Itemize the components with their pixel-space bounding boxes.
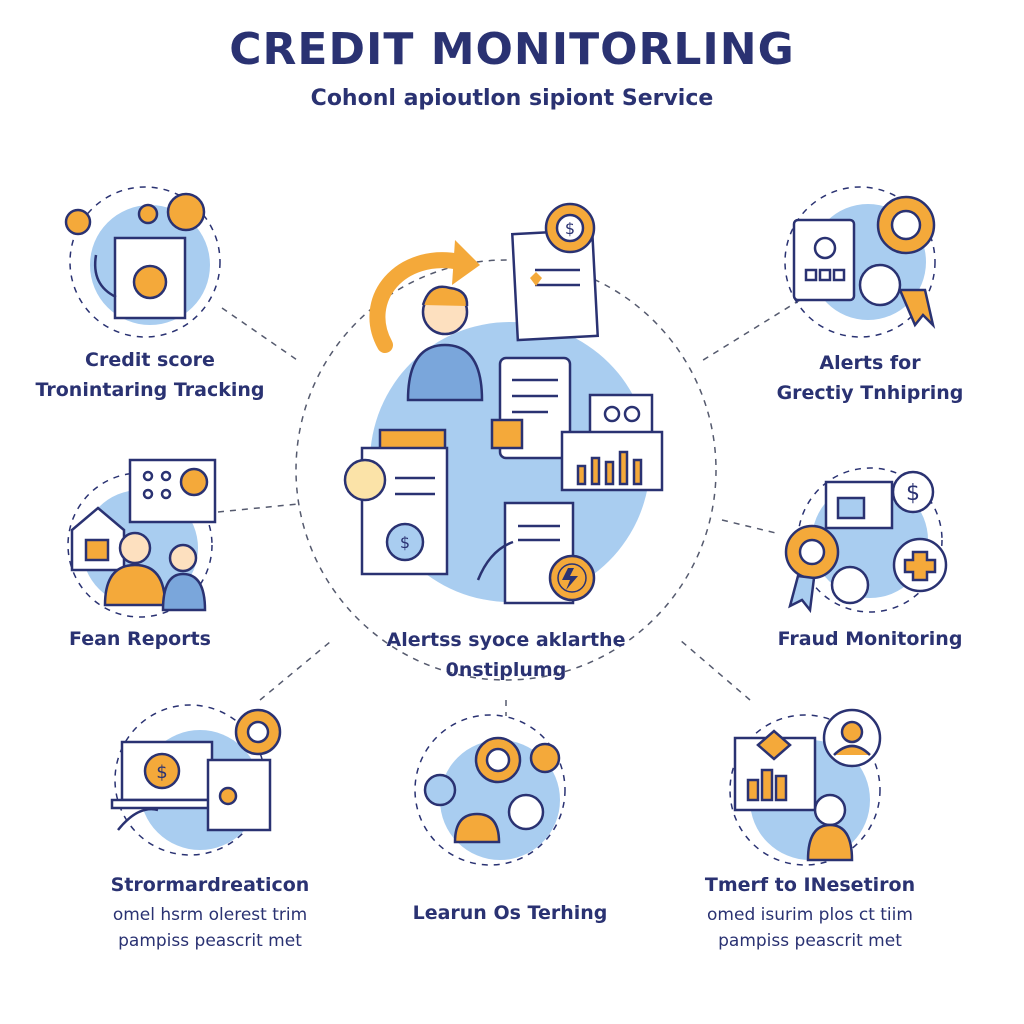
person-icon bbox=[406, 285, 484, 402]
bar-chart-panel-icon bbox=[560, 393, 664, 492]
credit-score-line1: Credit score bbox=[85, 349, 215, 371]
center-label: Alertss syoce aklarthe 0nstiplumg bbox=[356, 625, 656, 685]
alerts-for-line1: Alerts for bbox=[819, 352, 921, 374]
stronardreation-desc-line1: omel hsrm olerest trim bbox=[112, 905, 308, 925]
refresh-arrow-icon bbox=[369, 252, 468, 353]
credit-score-label: Credit score Tronintaring Tracking bbox=[30, 345, 270, 405]
center-cluster: $ $ bbox=[295, 202, 717, 681]
center-label-line2: 0nstiplumg bbox=[445, 659, 567, 681]
svg-text:$: $ bbox=[565, 219, 575, 238]
report-document-icon: $ bbox=[343, 428, 449, 576]
svg-text:$: $ bbox=[906, 481, 920, 506]
connector-tmerf bbox=[679, 639, 751, 701]
connector-credit-score bbox=[221, 307, 301, 363]
credit-score-illustration bbox=[64, 186, 221, 338]
fean-reports-label: Fean Reports bbox=[69, 628, 211, 650]
alert-document-icon bbox=[476, 501, 596, 605]
svg-text:$: $ bbox=[400, 533, 410, 552]
page-title: CREDIT MONITORLING bbox=[229, 24, 795, 75]
alerts-for-line2: Grectiy Tnhipring bbox=[776, 382, 964, 404]
alerts-for-label: Alerts for Grectiy Tnhipring bbox=[760, 348, 980, 408]
connector-fraud bbox=[721, 519, 781, 535]
arrow-head-icon bbox=[452, 240, 480, 285]
connector-stronardreation bbox=[259, 641, 331, 701]
storage-illustration: $ bbox=[110, 704, 282, 856]
document-gear-icon: $ bbox=[510, 202, 600, 342]
tablet-hand-icon bbox=[490, 356, 572, 460]
center-dashed-ring bbox=[295, 259, 717, 681]
svg-text:$: $ bbox=[156, 762, 167, 783]
fraud-monitoring-label: Fraud Monitoring bbox=[777, 628, 963, 650]
transfer-illustration bbox=[729, 708, 882, 866]
connectors bbox=[217, 299, 801, 716]
tmerf-desc-line2: pampiss peascrit met bbox=[718, 931, 902, 951]
page-subtitle: Cohonl apioutlon sipiont Service bbox=[310, 86, 714, 111]
stronardreation-desc-line2: pampiss peascrit met bbox=[118, 931, 302, 951]
connector-alerts-for bbox=[699, 299, 801, 363]
center-label-line1: Alertss syoce aklarthe bbox=[386, 629, 626, 651]
tmerf-desc-line1: omed isurim plos ct tiim bbox=[707, 905, 913, 925]
stronardreation-label: Strormardreaticon bbox=[110, 874, 310, 896]
connector-fean-reports bbox=[217, 503, 299, 513]
alerts-illustration bbox=[784, 186, 936, 338]
learning-illustration bbox=[414, 714, 566, 866]
tmerf-description: omed isurim plos ct tiim pampiss peascri… bbox=[670, 902, 950, 954]
credit-score-line2: Tronintaring Tracking bbox=[35, 379, 265, 401]
reports-illustration bbox=[67, 458, 217, 618]
learun-label: Learun Os Terhing bbox=[412, 902, 608, 924]
tmerf-label: Tmerf to INesetiron bbox=[704, 874, 916, 896]
stronardreation-description: omel hsrm olerest trim pampiss peascrit … bbox=[70, 902, 350, 954]
fraud-illustration: $ bbox=[784, 467, 948, 614]
